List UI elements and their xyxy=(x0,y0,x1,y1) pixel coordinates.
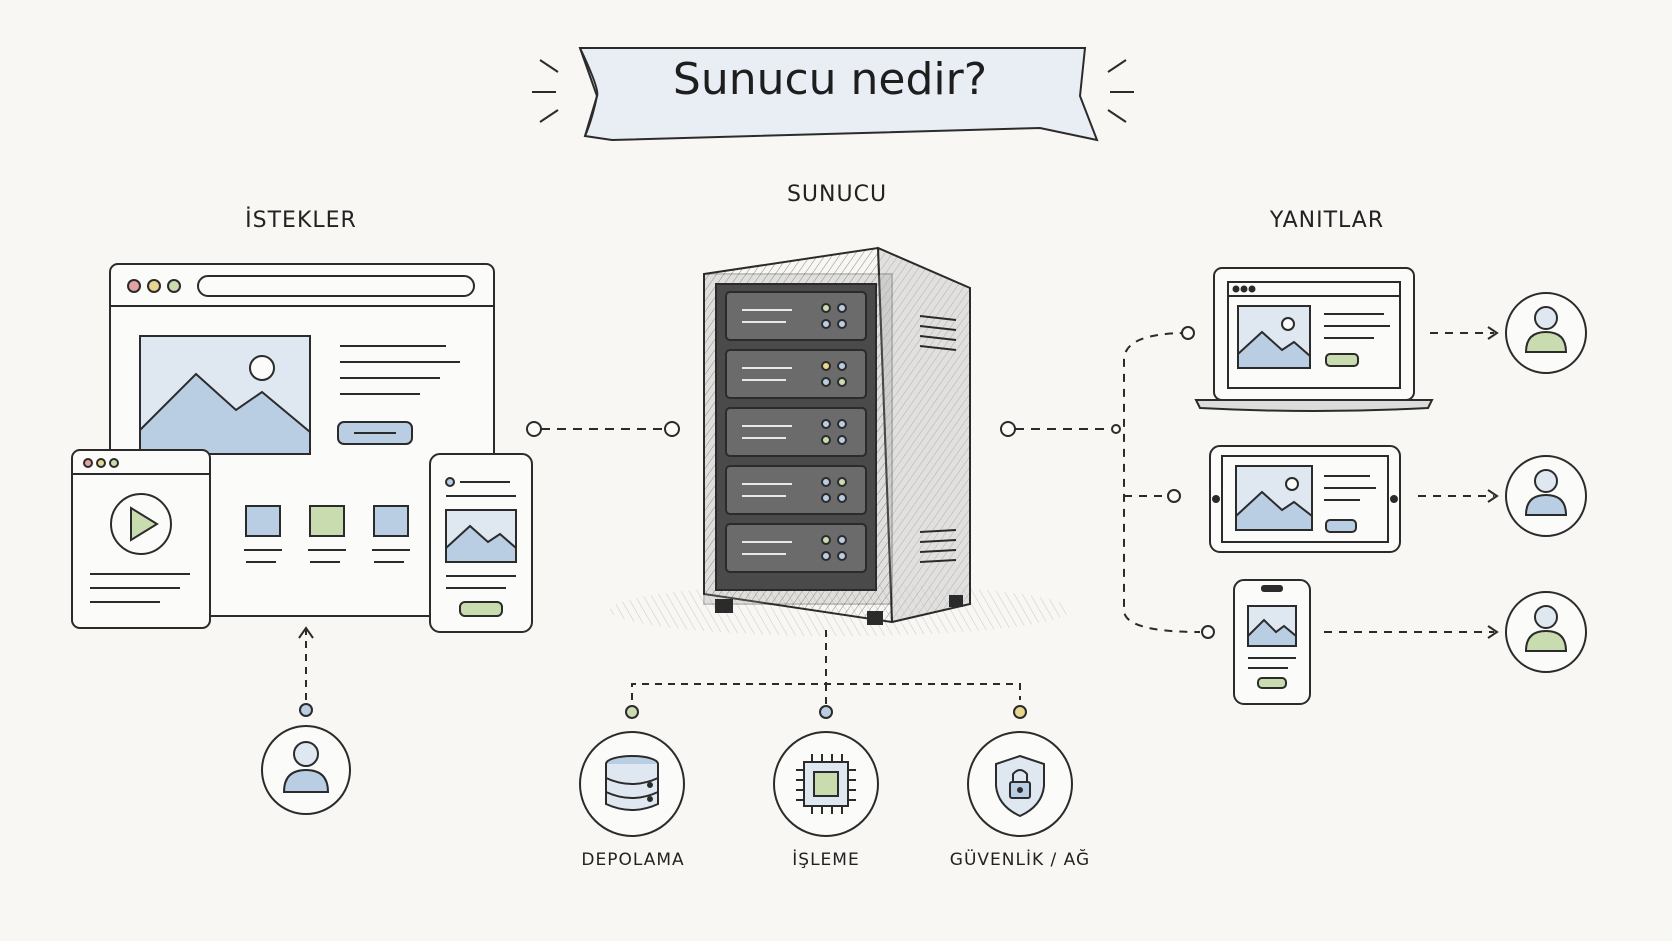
title-banner xyxy=(532,47,1134,142)
response-arrows xyxy=(1324,326,1499,639)
server-unit-3 xyxy=(725,407,867,457)
server-unit-4 xyxy=(725,465,867,515)
server-side-vents xyxy=(919,315,957,563)
requests-heading: İSTEKLER xyxy=(245,208,357,233)
server-unit-5 xyxy=(725,523,867,573)
database-icon xyxy=(579,731,685,837)
responses-heading: YANITLAR xyxy=(1269,208,1385,233)
requesting-user-icon xyxy=(261,626,351,815)
shield-lock-icon xyxy=(967,731,1073,837)
request-connector xyxy=(526,421,680,437)
page-title: Sunucu nedir? xyxy=(672,54,988,105)
server-unit-1 xyxy=(725,291,867,341)
cpu-chip-icon xyxy=(773,731,879,837)
user-icon-2 xyxy=(1505,455,1587,537)
processing-label: İŞLEME xyxy=(792,850,860,870)
security-network-label: GÜVENLİK / AĞ xyxy=(949,850,1091,870)
component-connectors xyxy=(631,630,1021,704)
storage-label: DEPOLAMA xyxy=(581,850,685,870)
response-connectors xyxy=(1000,326,1215,639)
connector-dot-storage xyxy=(625,705,639,719)
connector-dot-processing xyxy=(819,705,833,719)
tablet-illustration xyxy=(1209,445,1401,553)
server-rack-illustration xyxy=(610,246,1070,636)
phone-illustration-right xyxy=(1233,579,1311,705)
server-heading: SUNUCU xyxy=(786,182,888,207)
connector-dot-security xyxy=(1013,705,1027,719)
laptop-illustration xyxy=(1194,267,1434,412)
user-icon-3 xyxy=(1505,591,1587,673)
user-icon-1 xyxy=(1505,292,1587,374)
server-unit-2 xyxy=(725,349,867,399)
phone-illustration-left xyxy=(429,453,533,633)
video-window-illustration xyxy=(71,449,211,629)
